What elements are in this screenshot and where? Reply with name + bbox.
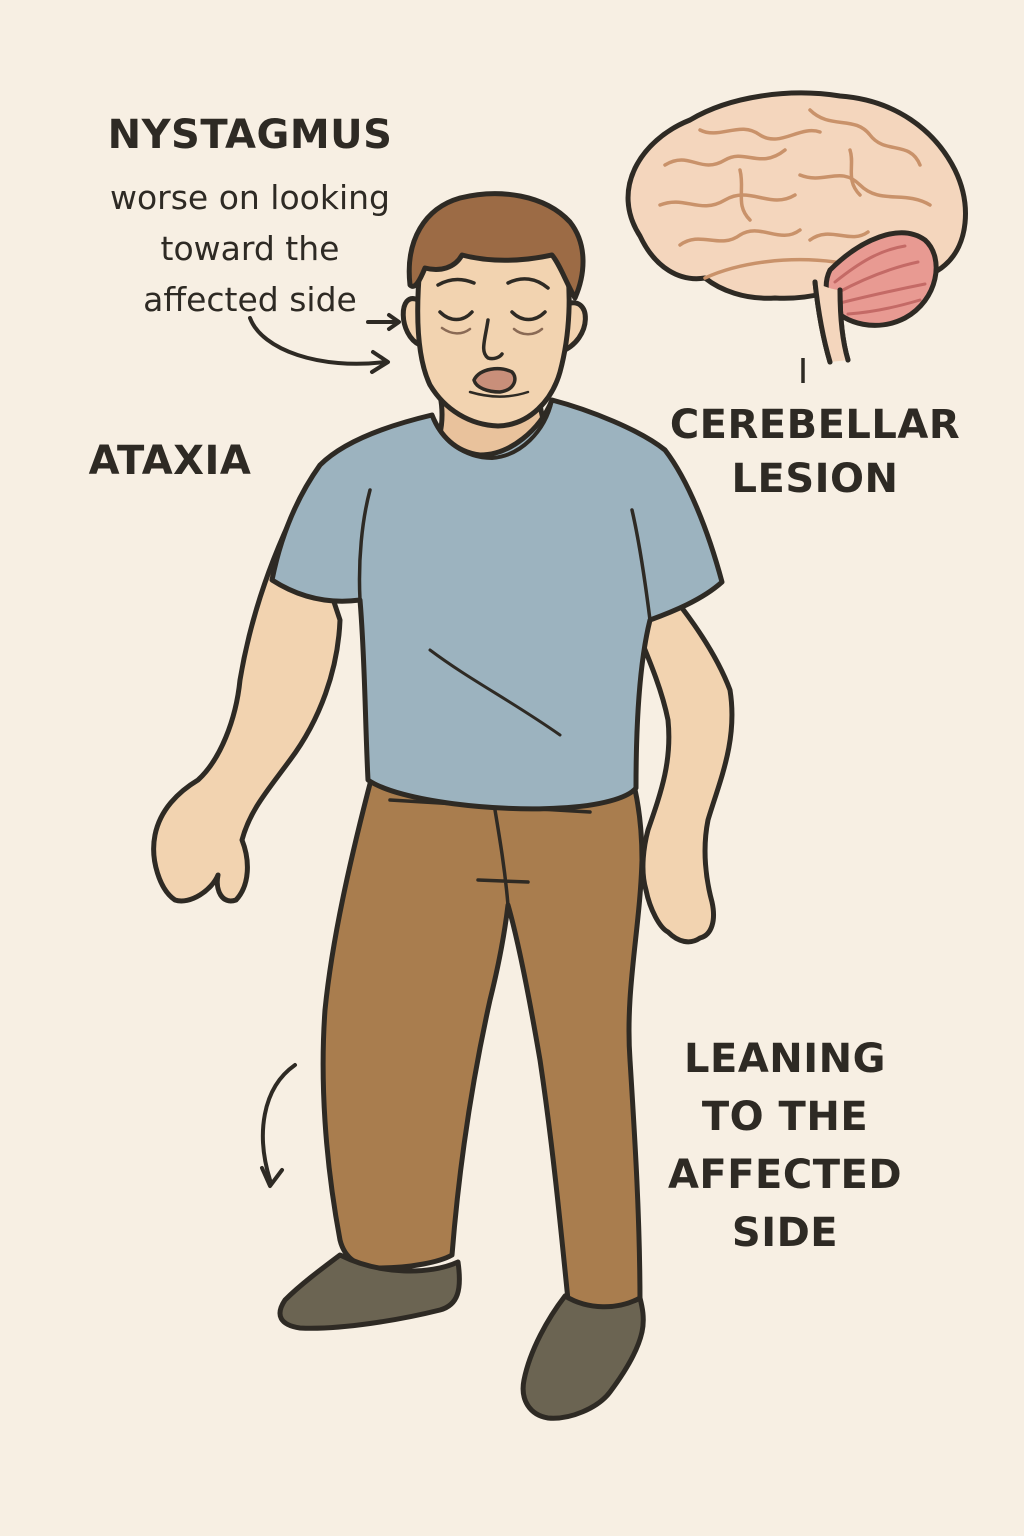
left-eyebrow xyxy=(436,277,476,287)
left-eye xyxy=(438,310,474,322)
right-eyebrow xyxy=(506,277,550,290)
lesion-line: LESION xyxy=(731,456,899,502)
nose xyxy=(481,318,504,361)
person-figure xyxy=(151,191,735,1421)
leaning-line: LEANING xyxy=(684,1036,886,1082)
nystagmus-desc-line: affected side xyxy=(143,280,357,319)
leaning-line: SIDE xyxy=(731,1210,839,1256)
leaning-line: AFFECTED xyxy=(667,1152,903,1198)
nystagmus-title: NYSTAGMUS xyxy=(107,112,393,158)
cerebellar-lesion-label: CEREBELLAR LESION xyxy=(640,398,990,506)
hair xyxy=(406,191,586,301)
right-eye xyxy=(510,310,547,322)
leaning-line: TO THE xyxy=(701,1094,869,1140)
nystagmus-desc-line: toward the xyxy=(160,229,340,268)
trousers xyxy=(320,767,645,1312)
nystagmus-desc-line: worse on looking xyxy=(109,178,391,217)
lesion-line: CEREBELLAR xyxy=(669,402,961,448)
right-arm xyxy=(622,557,735,945)
shirt xyxy=(269,397,725,812)
nystagmus-arrow-icon xyxy=(248,313,401,374)
brain-icon xyxy=(625,90,968,383)
leaning-label: LEANING TO THE AFFECTED SIDE xyxy=(630,1030,940,1262)
mouth xyxy=(472,366,517,394)
right-shoe xyxy=(520,1293,646,1421)
nystagmus-description: worse on looking toward the affected sid… xyxy=(70,172,430,325)
left-arm xyxy=(151,497,343,904)
lean-arrow-icon xyxy=(260,1063,297,1188)
ataxia-label: ATAXIA xyxy=(88,438,252,484)
left-shoe xyxy=(277,1252,462,1331)
